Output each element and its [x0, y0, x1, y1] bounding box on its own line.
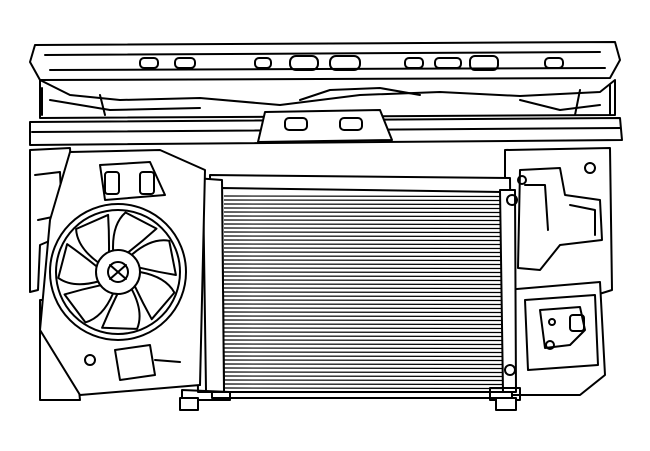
condenser-fin-line	[223, 247, 503, 250]
condenser-fin-line	[223, 267, 503, 270]
fan-blade	[133, 271, 176, 321]
condenser-fin-line	[223, 343, 503, 346]
condenser-fin-line	[223, 347, 503, 350]
condenser-fin-line	[223, 279, 503, 282]
condenser-fin-line	[223, 291, 503, 294]
condenser-fin-line	[223, 223, 503, 226]
condenser-fin-line	[223, 307, 503, 310]
condenser-fin-line	[223, 207, 503, 210]
condenser-fin-line	[223, 323, 503, 326]
fan-blade	[130, 239, 177, 276]
condenser-fin-line	[223, 359, 503, 362]
condenser-fin-line	[223, 251, 503, 254]
upper-crossmember	[29, 41, 623, 146]
condenser-fin-line	[223, 275, 503, 278]
condenser-fin-line	[223, 387, 503, 390]
fan-blade	[63, 284, 115, 324]
condenser-fin-line	[223, 319, 503, 322]
fan-motor-connector	[114, 344, 156, 381]
condenser-fin-line	[223, 211, 503, 214]
condenser-fin-line	[223, 355, 503, 358]
condenser-fin-line	[223, 311, 503, 314]
condenser-fin-line	[223, 331, 503, 334]
fan-blade	[57, 243, 100, 286]
condenser-fin-line	[223, 283, 503, 286]
condenser-fin-line	[223, 259, 503, 262]
condenser-fin-line	[223, 299, 503, 302]
condenser-fin-line	[223, 203, 503, 206]
condenser-fin-line	[223, 371, 503, 374]
condenser-fin-line	[223, 255, 503, 258]
condenser-fin-line	[223, 375, 503, 378]
fan-blades	[57, 211, 177, 330]
condenser-fin-line	[223, 231, 503, 234]
condenser-fin-line	[223, 235, 503, 238]
mount-bolt	[179, 397, 517, 411]
condenser-fin-line	[223, 219, 503, 222]
condenser-fin-line	[223, 195, 503, 198]
condenser-fin-line	[223, 271, 503, 274]
cooling-fan-assembly	[39, 149, 206, 396]
condenser-fin-line	[223, 339, 503, 342]
condenser-fin-line	[223, 335, 503, 338]
fan-blade	[112, 211, 158, 254]
condenser-fin-line	[223, 383, 503, 386]
condenser-fin-line	[223, 327, 503, 330]
condenser-fin-line	[223, 199, 503, 202]
condenser-fin-line	[223, 363, 503, 366]
right-side-bracket	[504, 147, 613, 301]
condenser-fin-line	[223, 379, 503, 382]
condenser-fins	[223, 195, 503, 390]
condenser-fin-line	[223, 351, 503, 354]
condenser-fin-line	[223, 243, 503, 246]
condenser-fin-line	[223, 367, 503, 370]
condenser-fin-line	[223, 287, 503, 290]
fan-blade	[101, 288, 141, 330]
condenser-fin-line	[223, 215, 503, 218]
condenser-fin-line	[223, 315, 503, 318]
condenser-fin-line	[223, 295, 503, 298]
condenser-fin-line	[223, 239, 503, 242]
condenser-fin-line	[223, 303, 503, 306]
condenser-fin-line	[223, 227, 503, 230]
fan-blade	[75, 213, 111, 264]
radiator-condenser	[179, 174, 521, 411]
right-lower-bracket	[504, 281, 606, 396]
condenser-fin-line	[223, 263, 503, 266]
